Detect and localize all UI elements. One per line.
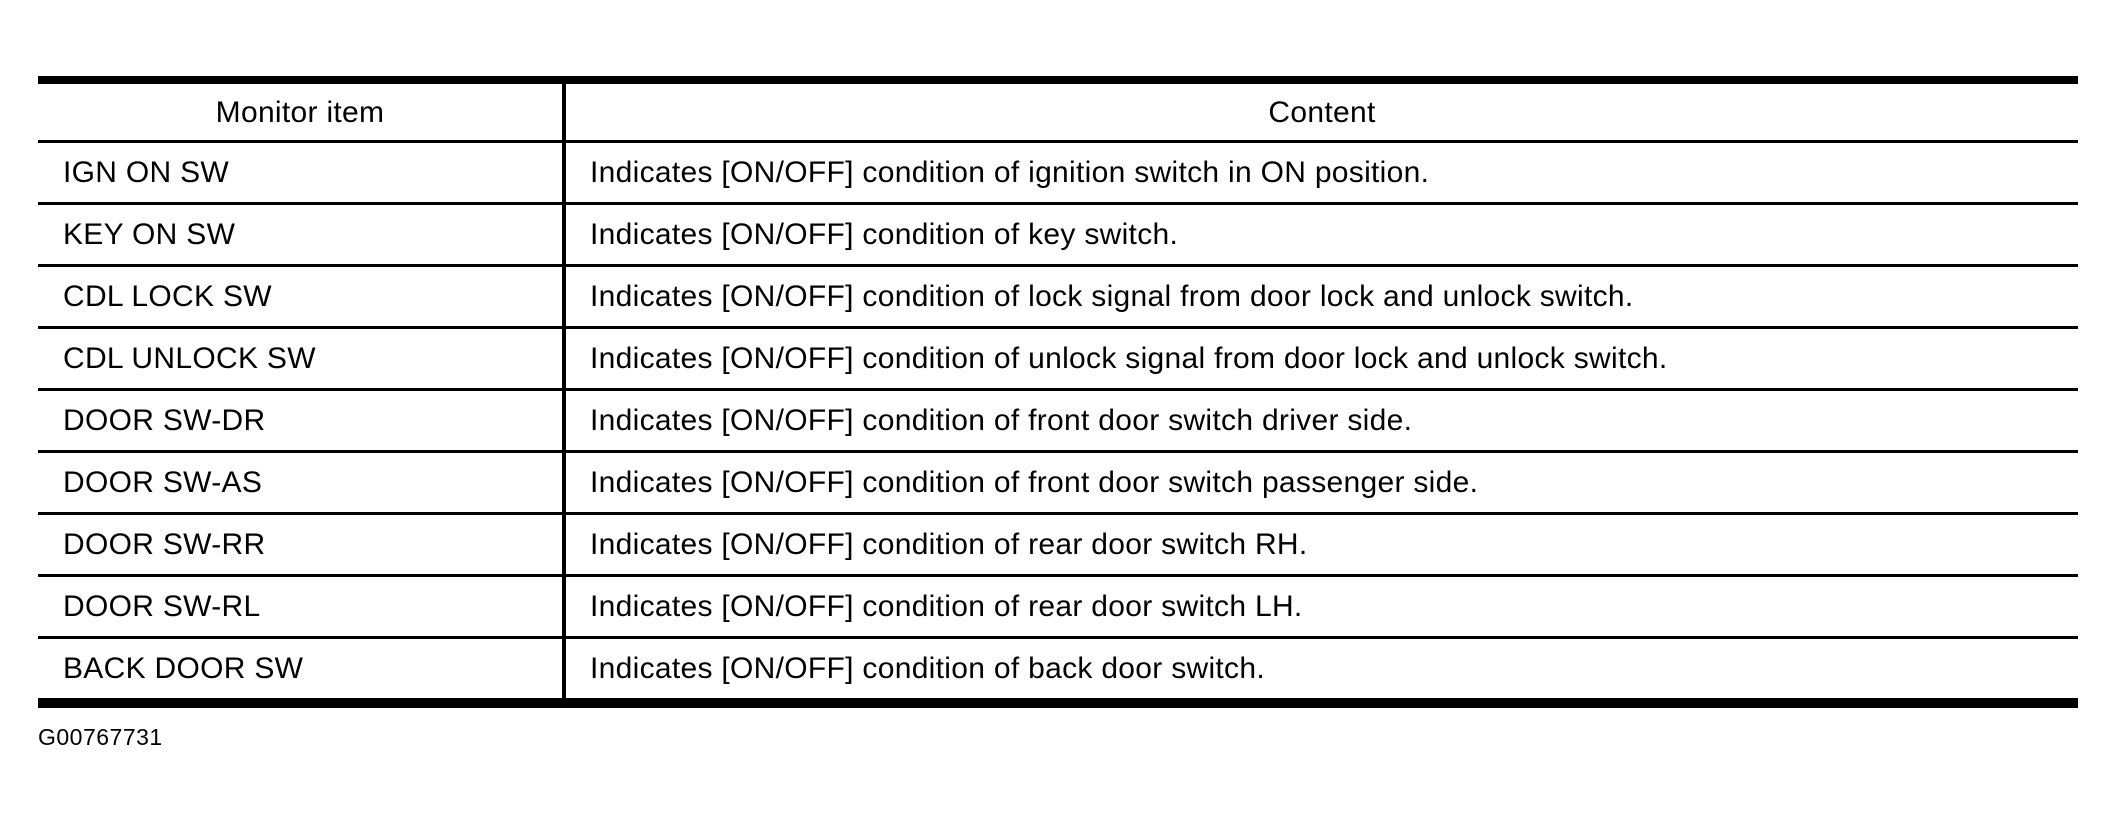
content-cell: Indicates [ON/OFF] condition of ignition…	[590, 156, 1430, 189]
header-cell-content: Content	[1268, 95, 1376, 129]
table-row: DOOR SW-RL Indicates [ON/OFF] condition …	[38, 577, 2078, 639]
monitor-item-cell: DOOR SW-RR	[38, 515, 566, 574]
monitor-item-cell: DOOR SW-DR	[38, 391, 566, 450]
monitor-table: Monitor item Content IGN ON SW Indicates…	[38, 76, 2078, 708]
content-cell: Indicates [ON/OFF] condition of lock sig…	[590, 280, 1634, 313]
monitor-item-cell: DOOR SW-AS	[38, 453, 566, 512]
monitor-item-cell: CDL LOCK SW	[38, 267, 566, 326]
table-row: IGN ON SW Indicates [ON/OFF] condition o…	[38, 143, 2078, 205]
table-row: DOOR SW-RR Indicates [ON/OFF] condition …	[38, 515, 2078, 577]
content-cell: Indicates [ON/OFF] condition of rear doo…	[590, 590, 1303, 623]
content-cell: Indicates [ON/OFF] condition of unlock s…	[590, 342, 1668, 375]
content-cell: Indicates [ON/OFF] condition of front do…	[590, 404, 1413, 437]
table-header-row: Monitor item Content	[38, 84, 2078, 143]
figure-code: G00767731	[38, 724, 163, 750]
monitor-item-cell: BACK DOOR SW	[38, 639, 566, 698]
monitor-item-cell: DOOR SW-RL	[38, 577, 566, 636]
table-row: KEY ON SW Indicates [ON/OFF] condition o…	[38, 205, 2078, 267]
monitor-item-cell: CDL UNLOCK SW	[38, 329, 566, 388]
content-cell: Indicates [ON/OFF] condition of front do…	[590, 466, 1479, 499]
table-row: CDL LOCK SW Indicates [ON/OFF] condition…	[38, 267, 2078, 329]
table-row: CDL UNLOCK SW Indicates [ON/OFF] conditi…	[38, 329, 2078, 391]
table-row: DOOR SW-DR Indicates [ON/OFF] condition …	[38, 391, 2078, 453]
content-cell: Indicates [ON/OFF] condition of back doo…	[590, 652, 1265, 685]
monitor-item-cell: IGN ON SW	[38, 143, 566, 202]
header-cell-monitor-item: Monitor item	[38, 84, 566, 140]
table-body: IGN ON SW Indicates [ON/OFF] condition o…	[38, 143, 2078, 698]
monitor-item-cell: KEY ON SW	[38, 205, 566, 264]
table-row: BACK DOOR SW Indicates [ON/OFF] conditio…	[38, 639, 2078, 698]
table-row: DOOR SW-AS Indicates [ON/OFF] condition …	[38, 453, 2078, 515]
content-cell: Indicates [ON/OFF] condition of rear doo…	[590, 528, 1308, 561]
content-cell: Indicates [ON/OFF] condition of key swit…	[590, 218, 1179, 251]
